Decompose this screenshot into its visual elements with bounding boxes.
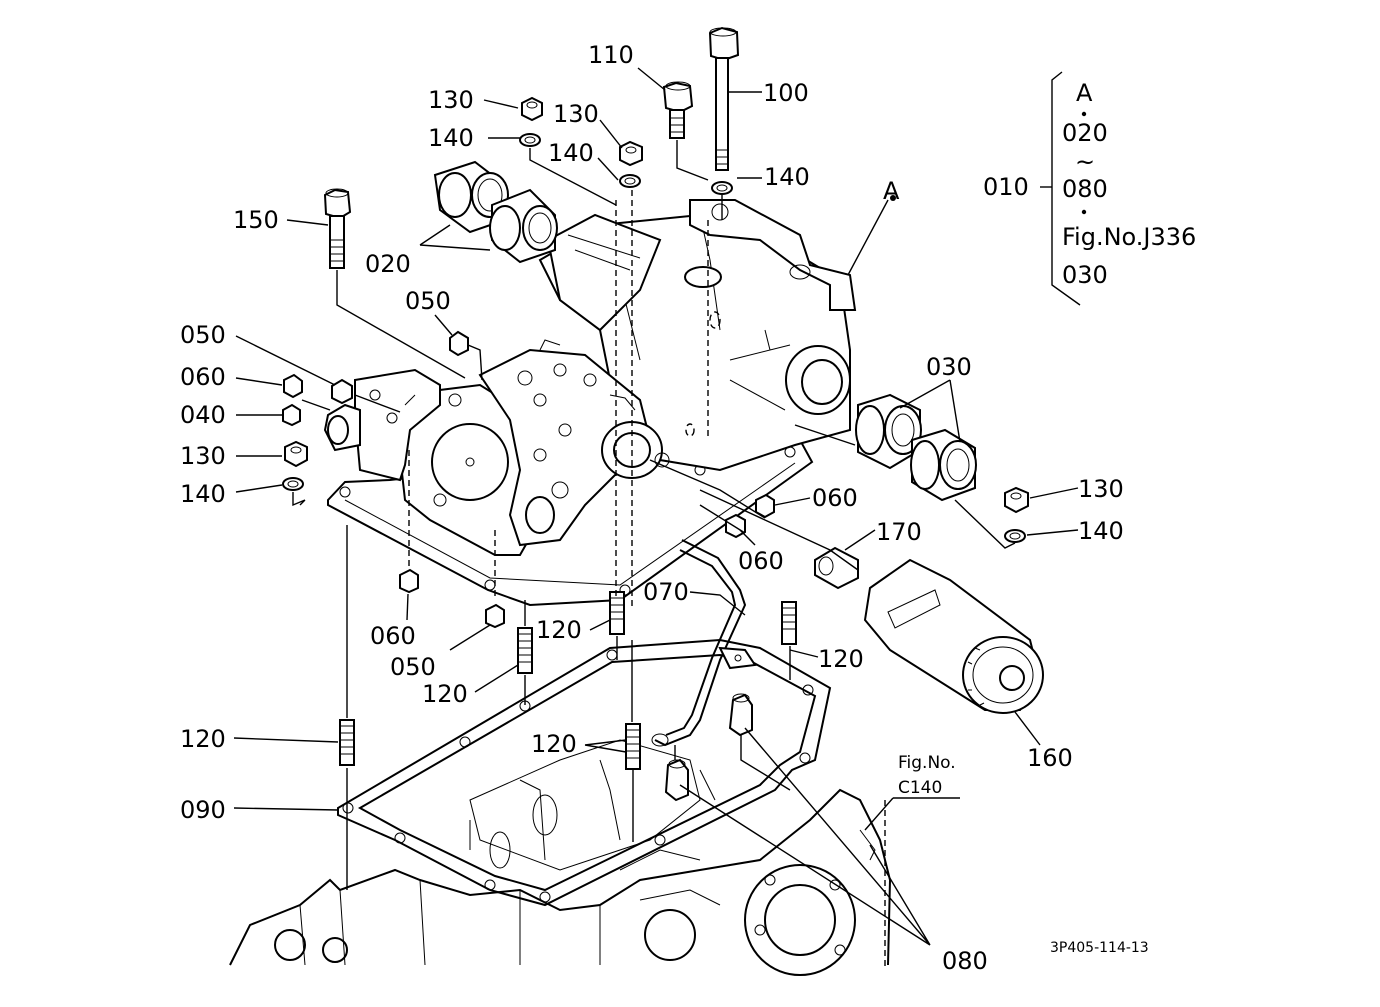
group-dot-1: [1081, 111, 1087, 117]
washers-140: [282, 133, 1026, 543]
callout-120-c: 120: [422, 680, 468, 708]
callout-060-b: 060: [812, 484, 858, 512]
callout-050-c: 050: [390, 653, 436, 681]
bushings-030: [855, 393, 977, 502]
group-note-first: 020: [1062, 119, 1108, 147]
assembly-lines: [292, 140, 1016, 890]
fig-ref-line1: Fig.No.: [898, 753, 956, 773]
callout-140-a: 140: [428, 124, 474, 152]
leader-lines: [233, 67, 1079, 946]
group-note-letter: A: [1076, 79, 1093, 107]
engine-block: [229, 788, 892, 976]
callout-160: 160: [1027, 744, 1073, 772]
callout-060-a: 060: [180, 363, 226, 391]
group-note: 010 A 020 ~ 080 Fig.No.J336 030: [983, 79, 1196, 289]
group-bracket: [1051, 71, 1081, 306]
callout-050-a: 050: [405, 287, 451, 315]
callout-070: 070: [643, 578, 689, 606]
callout-090: 090: [180, 796, 226, 824]
callout-150: 150: [233, 206, 279, 234]
small-plugs: [282, 330, 775, 629]
callout-020: 020: [365, 250, 411, 278]
nuts-130: [284, 96, 1029, 514]
group-dot-2: [1081, 209, 1087, 215]
drawing-number: 3P405-114-13: [1050, 940, 1149, 956]
group-note-extra: 030: [1062, 261, 1108, 289]
group-note-fig-ref: Fig.No.J336: [1062, 223, 1196, 251]
callout-080: 080: [942, 947, 988, 975]
callout-100: 100: [763, 79, 809, 107]
callout-120-d: 120: [180, 725, 226, 753]
callout-120-a: 120: [536, 616, 582, 644]
group-note-range: ~: [1075, 148, 1095, 176]
callout-170: 170: [876, 518, 922, 546]
callout-110: 110: [588, 41, 634, 69]
plugs-080: [664, 693, 753, 802]
bolt-100: [708, 26, 740, 171]
bolt-150: [323, 188, 352, 269]
callout-040: 040: [180, 401, 226, 429]
callout-050-b: 050: [180, 321, 226, 349]
nipple-170: [814, 546, 859, 590]
callout-a-dot: [890, 195, 896, 201]
oil-filter-160: [863, 558, 1044, 714]
crankcase-internals: [469, 739, 716, 871]
callout-140-d: 140: [180, 480, 226, 508]
callout-140-e: 140: [1078, 517, 1124, 545]
bolt-110: [662, 81, 694, 139]
callout-130-d: 130: [1078, 475, 1124, 503]
bushings-020: [433, 160, 558, 264]
fig-ref-line2: C140: [898, 778, 942, 798]
callout-060-c: 060: [738, 547, 784, 575]
callout-120-b: 120: [818, 645, 864, 673]
callout-labels: 110 100 130 140 130 140 140 150 020 050 …: [180, 41, 1124, 975]
callout-060-d: 060: [370, 622, 416, 650]
group-note-main: 010: [983, 173, 1029, 201]
pipe-070: [651, 539, 757, 747]
callout-130-a: 130: [428, 86, 474, 114]
callout-130-b: 130: [553, 100, 599, 128]
group-note-last: 080: [1062, 175, 1108, 203]
callout-120-e: 120: [531, 730, 577, 758]
callout-140-c: 140: [764, 163, 810, 191]
callout-140-b: 140: [548, 139, 594, 167]
hydraulic-housing: [323, 199, 857, 607]
studs-120: [339, 591, 797, 770]
callout-130-c: 130: [180, 442, 226, 470]
callout-a: A: [883, 177, 900, 205]
callout-030: 030: [926, 353, 972, 381]
